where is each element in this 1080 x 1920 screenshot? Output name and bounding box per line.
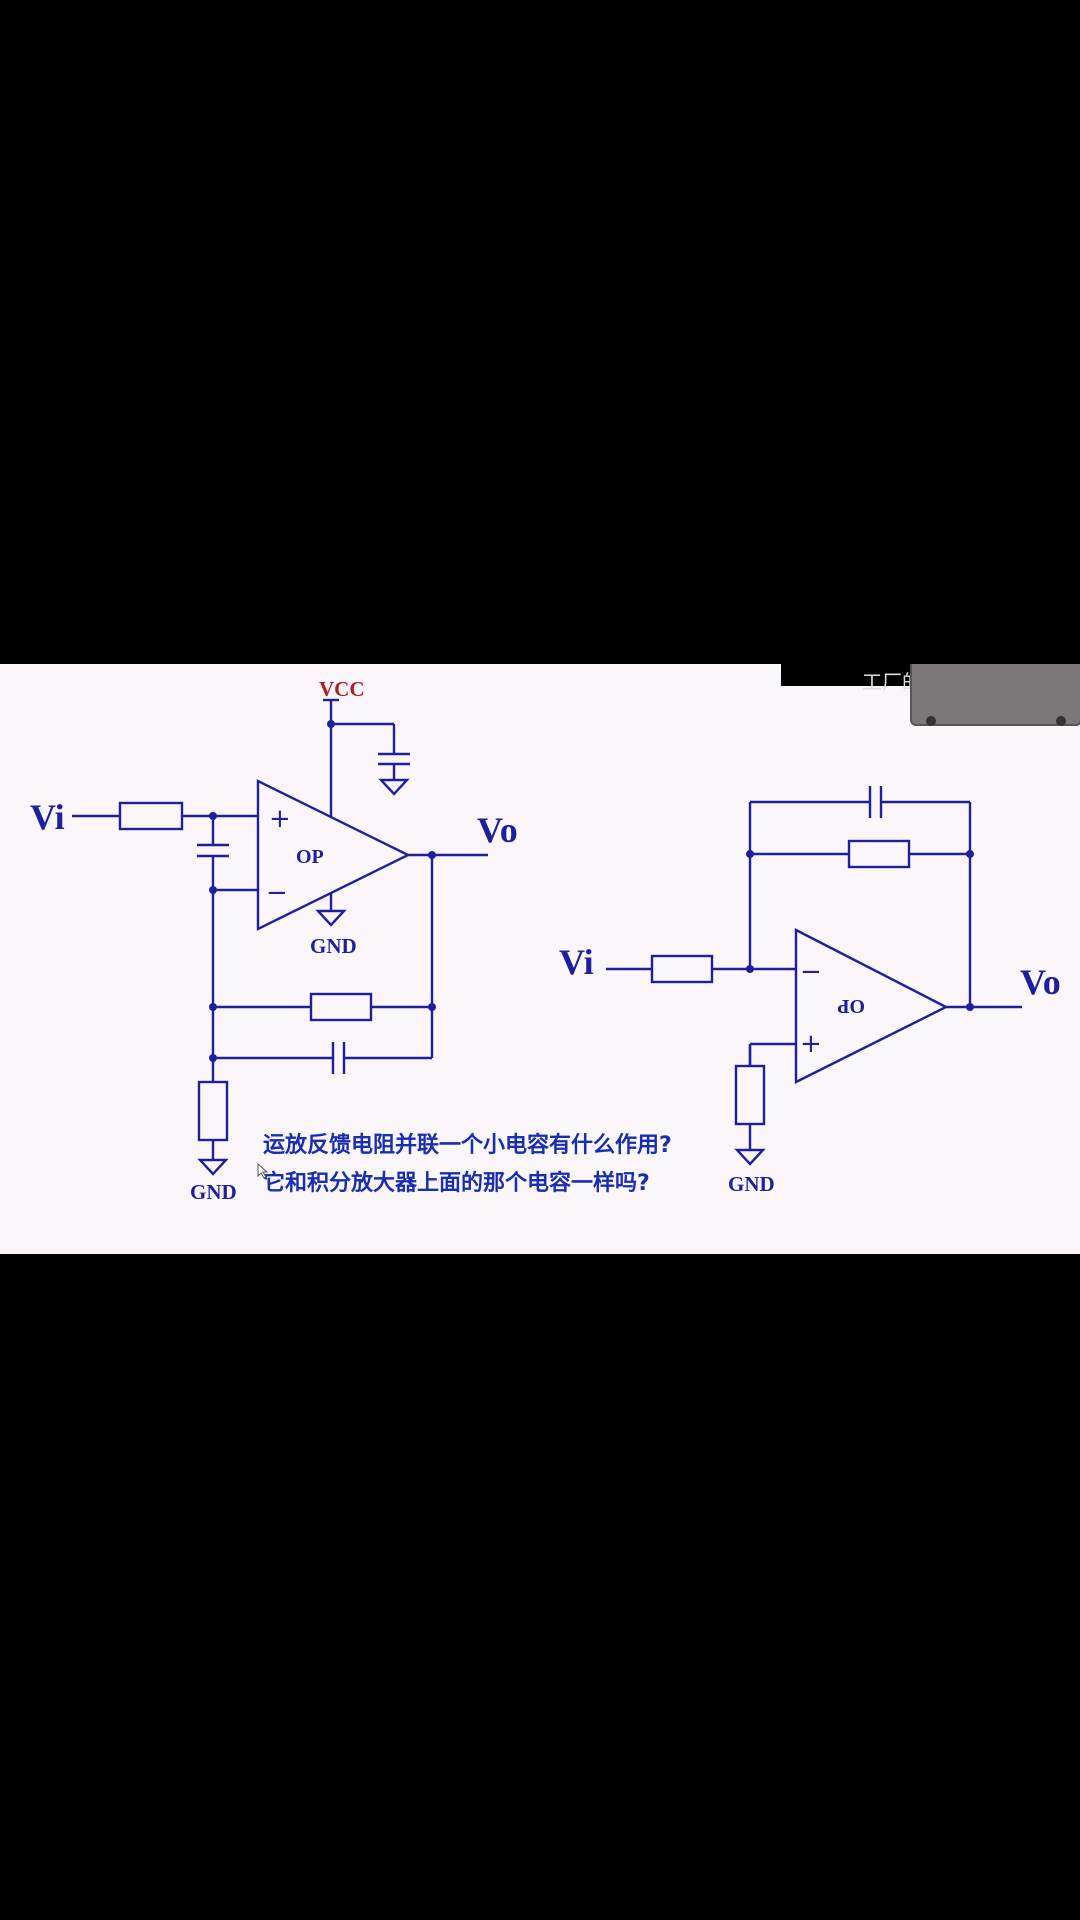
right-ground-resistor	[734, 1064, 766, 1126]
right-minus-sign: −	[800, 957, 822, 987]
left-opamp-gnd-label: GND	[310, 934, 357, 958]
right-gnd-label: GND	[728, 1172, 775, 1196]
left-plus-sign: +	[269, 804, 291, 834]
left-bottom-ground-icon	[197, 1158, 229, 1176]
right-feedback-resistor	[847, 839, 911, 869]
mouse-cursor-icon	[257, 1163, 269, 1179]
right-output-label: Vo	[1020, 962, 1061, 1002]
schematic-frame: + − OP VCC GND Vo Vi	[0, 664, 1080, 1254]
caption-line-1: 运放反馈电阻并联一个小电容有什么作用?	[263, 1133, 672, 1158]
left-minus-sign: −	[266, 878, 288, 908]
panel-knob-icon	[926, 716, 936, 726]
left-opamp-ground-icon	[315, 909, 347, 927]
left-input-resistor	[118, 801, 184, 831]
vcc-cap-ground-icon	[378, 778, 410, 796]
corner-overlay-panel	[910, 664, 1080, 726]
vcc-label: VCC	[319, 677, 365, 701]
panel-knob-icon	[1056, 716, 1066, 726]
left-output-label: Vo	[477, 810, 518, 850]
left-ground-resistor	[197, 1080, 229, 1142]
question-caption: 运放反馈电阻并联一个小电容有什么作用? 它和积分放大器上面的那个电容一样吗?	[263, 1127, 672, 1203]
right-opamp-label: OP	[837, 995, 865, 1017]
left-feedback-resistor	[309, 992, 373, 1022]
right-plus-sign: +	[800, 1029, 822, 1059]
right-input-resistor	[650, 954, 714, 984]
right-circuit: Vi − + OP Vo	[559, 786, 1061, 1196]
right-input-label: Vi	[559, 942, 594, 982]
left-opamp	[256, 779, 411, 931]
left-bottom-gnd-label: GND	[190, 1180, 237, 1204]
left-circuit: + − OP VCC GND Vo Vi	[30, 677, 518, 1204]
left-opamp-label: OP	[296, 846, 324, 868]
caption-line-2: 它和积分放大器上面的那个电容一样吗?	[263, 1171, 650, 1196]
right-ground-icon	[734, 1148, 766, 1166]
schematic-svg: + − OP VCC GND Vo Vi	[30, 677, 1061, 1204]
left-input-label: Vi	[30, 797, 65, 837]
right-opamp	[794, 928, 949, 1084]
